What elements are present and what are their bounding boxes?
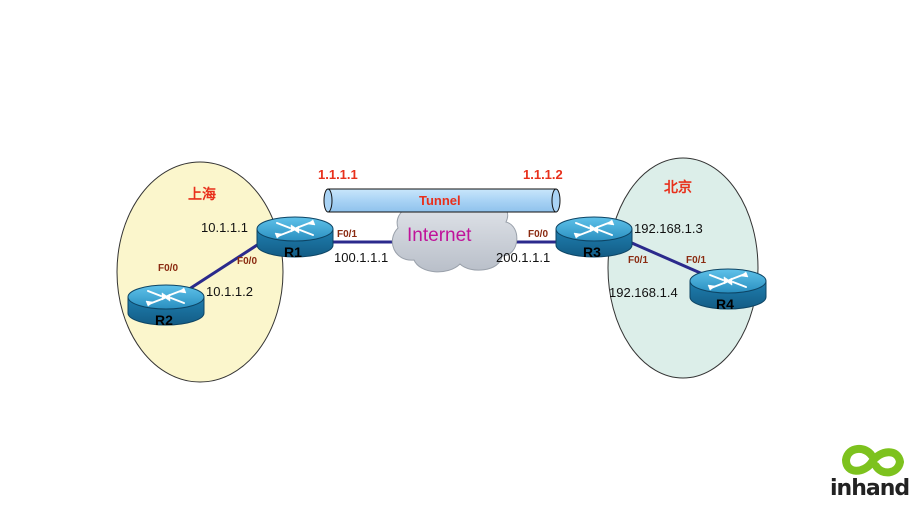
tunnel-label: Tunnel — [419, 193, 461, 208]
inhand-logo-icon — [841, 445, 905, 477]
site-beijing-area — [607, 157, 759, 379]
internet-label: Internet — [407, 225, 472, 246]
r4-f01-ip: 192.168.1.4 — [609, 285, 678, 300]
r3-f00-interface: F0/0 — [528, 229, 549, 240]
site-label-beijing: 北京 — [664, 180, 692, 196]
router-r3-name: R3 — [583, 244, 601, 260]
router-r4-name: R4 — [716, 296, 734, 312]
link-r2-r1 — [179, 236, 269, 297]
r3-f00-ip: 200.1.1.1 — [496, 250, 551, 265]
r1-f00-interface: F0/0 — [237, 256, 258, 267]
tunnel-right-ip: 1.1.1.2 — [523, 167, 563, 182]
r1-f01-ip: 100.1.1.1 — [334, 250, 389, 265]
tunnel-tube — [323, 188, 561, 213]
tunnel-left-ip: 1.1.1.1 — [318, 167, 358, 182]
r4-f01-interface: F0/1 — [686, 255, 707, 266]
site-shanghai-area — [116, 161, 284, 383]
inhand-logo-text: inhand — [830, 476, 910, 501]
router-r2-name: R2 — [155, 312, 173, 328]
site-label-shanghai: 上海 — [188, 187, 216, 203]
r1-f00-ip: 10.1.1.1 — [201, 220, 248, 235]
r2-f00-interface: F0/0 — [158, 263, 179, 274]
r1-f01-interface: F0/1 — [337, 229, 358, 240]
router-r1-name: R1 — [284, 244, 302, 260]
link-r3-r4 — [624, 238, 706, 277]
r3-f01-interface: F0/1 — [628, 255, 649, 266]
r3-f01-ip: 192.168.1.3 — [634, 221, 703, 236]
r2-f00-ip: 10.1.1.2 — [206, 284, 253, 299]
